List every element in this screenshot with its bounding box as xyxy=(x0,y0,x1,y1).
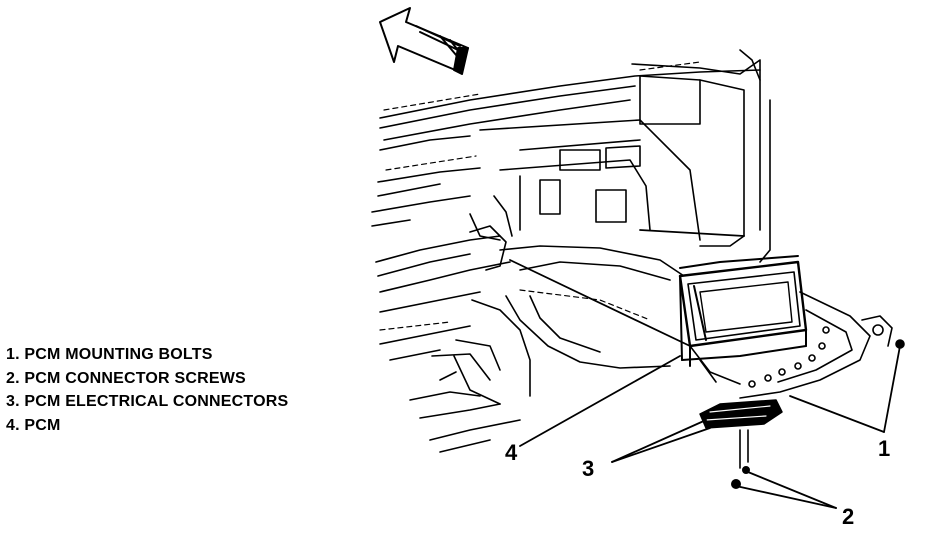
dash-detail-lines xyxy=(379,61,701,331)
legend-item-connector-screws: 2. PCM CONNECTOR SCREWS xyxy=(6,369,246,387)
pcm-electrical-connectors xyxy=(699,399,783,429)
callout-4: 4 xyxy=(505,440,518,465)
front-direction-arrow-icon xyxy=(379,7,469,75)
leader-lines xyxy=(509,229,901,509)
legend-item-pcm: 4. PCM xyxy=(6,416,61,434)
callout-2: 2 xyxy=(842,504,855,529)
legend-item-electrical-connectors: 3. PCM ELECTRICAL CONNECTORS xyxy=(6,393,289,410)
legend: 1. PCM MOUNTING BOLTS 2. PCM CONNECTOR S… xyxy=(6,343,288,437)
callout-1: 1 xyxy=(878,436,891,461)
pcm-module xyxy=(678,255,808,367)
dash-structure xyxy=(371,49,771,453)
callout-3: 3 xyxy=(582,456,595,481)
pcm-bracket xyxy=(689,291,905,399)
legend-item-mounting-bolts: 1. PCM MOUNTING BOLTS xyxy=(6,346,213,363)
pcm-connector-screws xyxy=(731,429,750,489)
